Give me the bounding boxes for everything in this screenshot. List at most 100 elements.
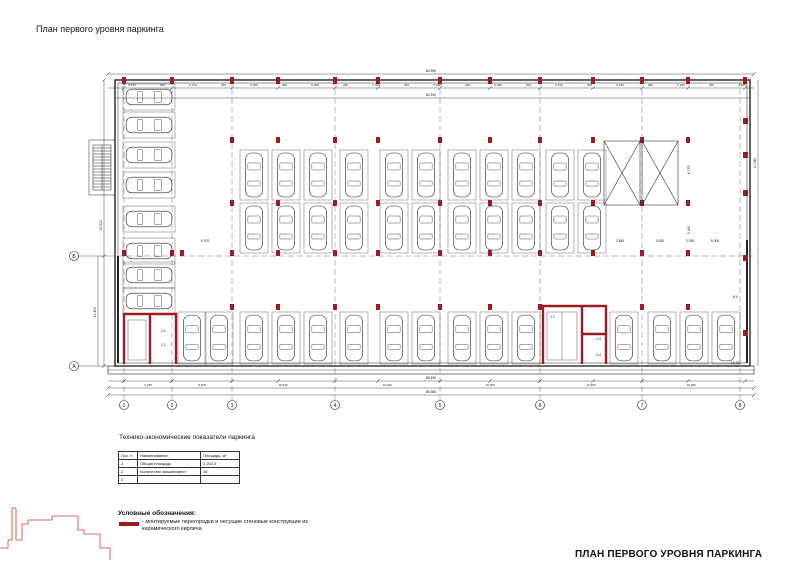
parking-stall — [122, 141, 176, 169]
parking-stall — [447, 202, 477, 254]
brick-partitions — [122, 304, 608, 364]
parking-stall — [447, 149, 477, 201]
car-icon — [653, 314, 671, 362]
car-icon — [717, 314, 735, 362]
svg-text:12.33: 12.33 — [731, 361, 740, 365]
column — [686, 250, 690, 256]
parking-stall — [545, 202, 575, 254]
room-label: 8.4 — [733, 295, 738, 299]
column — [180, 250, 184, 256]
axis-marker: 2 — [167, 400, 177, 410]
svg-text:10 080: 10 080 — [753, 158, 757, 168]
parking-stall — [379, 311, 409, 365]
column — [376, 304, 380, 310]
axis-marker: 5 — [435, 400, 445, 410]
car-icon — [125, 88, 173, 106]
car-icon — [453, 205, 471, 251]
svg-text:85 380: 85 380 — [426, 390, 436, 394]
car-icon — [517, 152, 535, 198]
table-cell: Общая площадь — [137, 459, 201, 468]
parking-stall — [511, 311, 541, 365]
dimension-label: 300 — [221, 83, 226, 87]
svg-text:6 175: 6 175 — [687, 166, 691, 175]
car-icon — [345, 152, 363, 198]
room-label: 2.3 — [596, 337, 601, 341]
svg-text:2 845: 2 845 — [616, 239, 625, 243]
column — [591, 77, 595, 84]
svg-text:5 000: 5 000 — [711, 239, 720, 243]
parking-stall — [339, 311, 369, 365]
dimension-label: 10 300 — [586, 383, 596, 387]
parking-stall — [511, 202, 541, 254]
parking-stall — [271, 149, 301, 201]
table-cell — [137, 475, 201, 484]
parking-stall — [122, 237, 176, 265]
car-icon — [453, 314, 471, 362]
dimension-label: 300 — [160, 83, 165, 87]
car-icon — [615, 314, 633, 362]
parking-stall — [122, 83, 176, 111]
left-staircase — [88, 139, 116, 196]
axis-marker: 6 — [535, 400, 545, 410]
tep-title: Технико-экономические показатели паркинг… — [119, 434, 255, 441]
parking-stalls — [122, 83, 741, 365]
column — [743, 190, 748, 196]
column — [376, 77, 380, 84]
svg-text:11 400: 11 400 — [93, 307, 97, 317]
table-cell: 3 — [118, 475, 138, 484]
axis-label: 2 — [171, 403, 174, 409]
column — [276, 137, 280, 143]
dimension-label: 10 180 — [686, 383, 696, 387]
svg-text:3 030: 3 030 — [686, 239, 695, 243]
dimension-label: 6 510 — [555, 83, 563, 87]
dimension-label: 5 345 — [677, 83, 685, 87]
car-icon — [277, 205, 295, 251]
parking-stall — [479, 311, 509, 365]
axis-marker: 7 — [637, 400, 647, 410]
table-row: 3 — [118, 475, 240, 484]
column — [488, 137, 492, 143]
parking-stall — [122, 171, 176, 199]
table-cell — [200, 475, 240, 484]
column — [686, 304, 690, 310]
car-icon — [245, 314, 263, 362]
dimension-label: 5 095 — [494, 83, 502, 87]
car-icon — [345, 205, 363, 251]
car-icon — [385, 152, 403, 198]
parking-stall — [447, 311, 477, 365]
sheet-title: ПЛАН ПЕРВОГО УРОВНЯ ПАРКИНГА — [575, 549, 763, 560]
car-icon — [583, 205, 601, 251]
table-row: 2 Количество машиномест 44 — [118, 467, 240, 476]
car-icon — [685, 314, 703, 362]
legend-swatch — [119, 522, 139, 526]
parking-stall — [379, 149, 409, 201]
parking-stall — [122, 205, 176, 233]
axis-label: 7 — [641, 403, 644, 409]
dimension-lines — [97, 73, 759, 396]
dimension-label: 4 795 — [144, 383, 152, 387]
parking-stall — [411, 149, 441, 201]
column — [743, 255, 748, 261]
dimension-label: 300 — [343, 83, 348, 87]
column — [488, 304, 492, 310]
parking-stall — [303, 311, 333, 365]
dimension-label: 5 265 — [250, 83, 258, 87]
axis-label: 5 — [439, 403, 442, 409]
axis-marker: 3 — [227, 400, 237, 410]
parking-stall — [303, 149, 333, 201]
room-stairs — [127, 311, 578, 361]
axis-label: Б — [72, 254, 76, 260]
parking-stall — [679, 311, 709, 365]
car-icon — [551, 152, 569, 198]
parking-stall — [122, 111, 176, 139]
columns — [122, 77, 748, 336]
room-label: 2.4 — [596, 353, 601, 357]
car-icon — [125, 116, 173, 134]
column — [488, 77, 492, 84]
room-label: 2.1 — [161, 329, 166, 333]
dimension-label: 10 180 — [485, 383, 495, 387]
dimension-label: 8 425 — [198, 383, 206, 387]
